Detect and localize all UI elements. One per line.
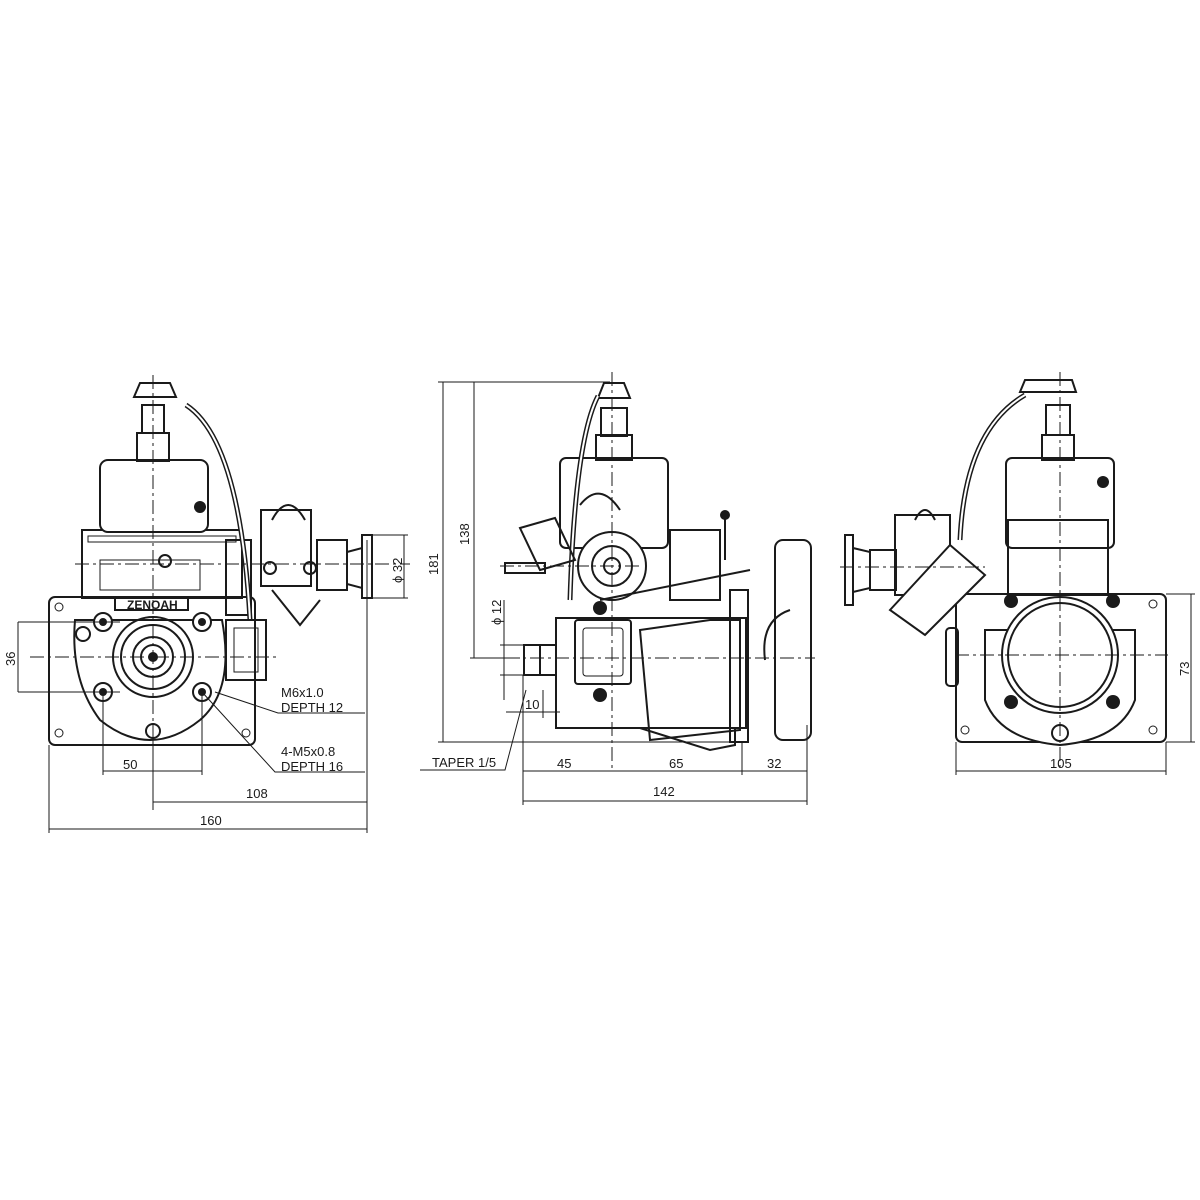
dim-bore-pattern-height: 36: [3, 651, 18, 666]
brand-nameplate: ZENOAH: [127, 598, 178, 612]
dim-center-to-mount-edge: 108: [246, 786, 268, 801]
dim-intake-diameter: ϕ 32: [390, 557, 405, 583]
dim-overall-height: 181: [426, 553, 441, 575]
side-view: [420, 372, 815, 805]
dim-rear-mount-height: 73: [1177, 661, 1192, 676]
callout-m5-line2: DEPTH 16: [281, 759, 344, 774]
dim-shaft-to-top: 138: [457, 523, 472, 545]
dim-front-to-center: 45: [557, 756, 572, 771]
rear-view: [840, 372, 1195, 775]
dim-rear-mount-width: 105: [1050, 756, 1072, 771]
callout-m6-line2: DEPTH 12: [281, 700, 344, 715]
front-view: [17, 375, 410, 833]
dim-mount-plate-width: 160: [200, 813, 222, 828]
dim-bore-pattern-width: 50: [123, 757, 138, 772]
dim-shaft-length: 10: [525, 697, 540, 712]
callout-taper: TAPER 1/5: [432, 755, 497, 770]
callout-m5-line1: 4-M5x0.8: [281, 744, 336, 759]
dim-center-to-mount: 65: [669, 756, 684, 771]
dim-shaft-diameter: ϕ 12: [489, 599, 504, 625]
dim-mount-to-rear: 32: [767, 756, 782, 771]
dim-overall-length: 142: [653, 784, 675, 799]
callout-m6-line1: M6x1.0: [281, 685, 324, 700]
